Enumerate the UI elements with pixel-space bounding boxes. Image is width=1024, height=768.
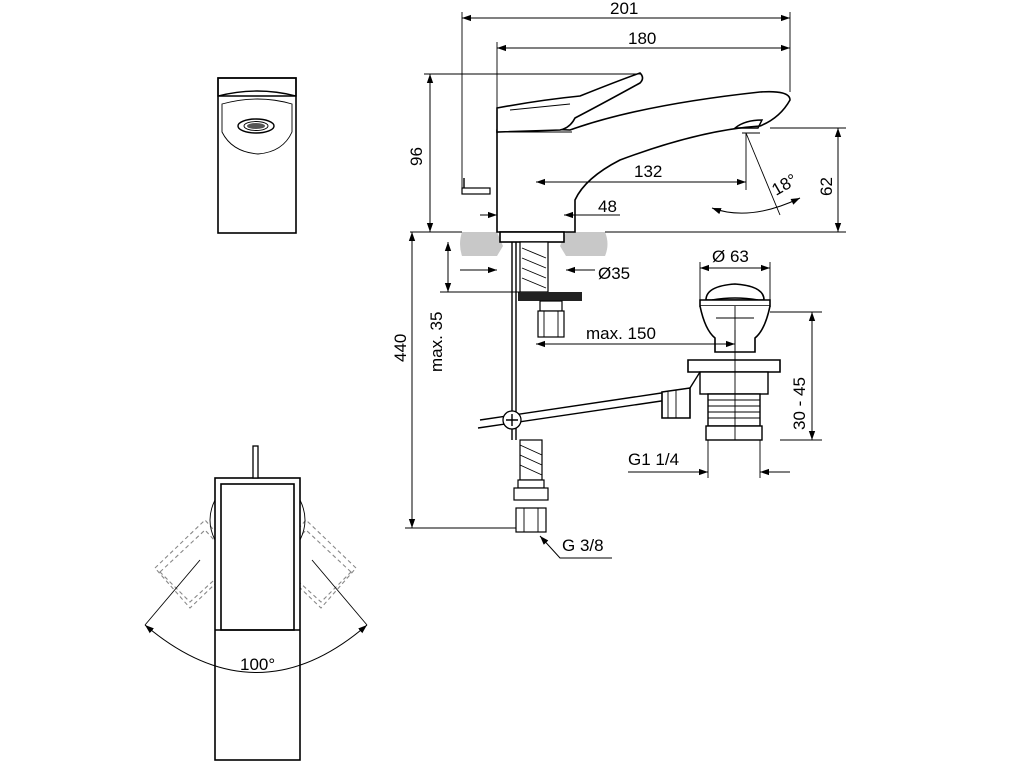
dimension-lines xyxy=(405,12,846,559)
dim-body-offset: 48 xyxy=(598,197,617,216)
dim-spout-height: 62 xyxy=(817,177,836,196)
top-view xyxy=(144,445,368,761)
dim-hole-diameter: Ø35 xyxy=(598,264,630,283)
dim-spout-reach: 132 xyxy=(634,162,662,181)
lever-rotation-label: 100° xyxy=(240,655,275,674)
dim-waste-height: 30 - 45 xyxy=(790,377,809,430)
front-view xyxy=(217,77,297,234)
dim-supply-thread: G 3/8 xyxy=(562,536,604,555)
dim-waste-thread: G1 1/4 xyxy=(628,450,679,469)
dim-waste-diameter: Ø 63 xyxy=(712,247,749,266)
waste-view xyxy=(661,283,781,441)
dim-spout-angle: 18° xyxy=(769,170,801,199)
dim-max-thickness: max. 35 xyxy=(427,312,446,372)
dim-height: 96 xyxy=(407,147,426,166)
dim-overall-length: 201 xyxy=(610,0,638,18)
dim-supply-length: 440 xyxy=(391,334,410,362)
dim-max-distance: max. 150 xyxy=(586,324,656,343)
side-view xyxy=(460,72,791,533)
dim-spout-length: 180 xyxy=(628,29,656,48)
